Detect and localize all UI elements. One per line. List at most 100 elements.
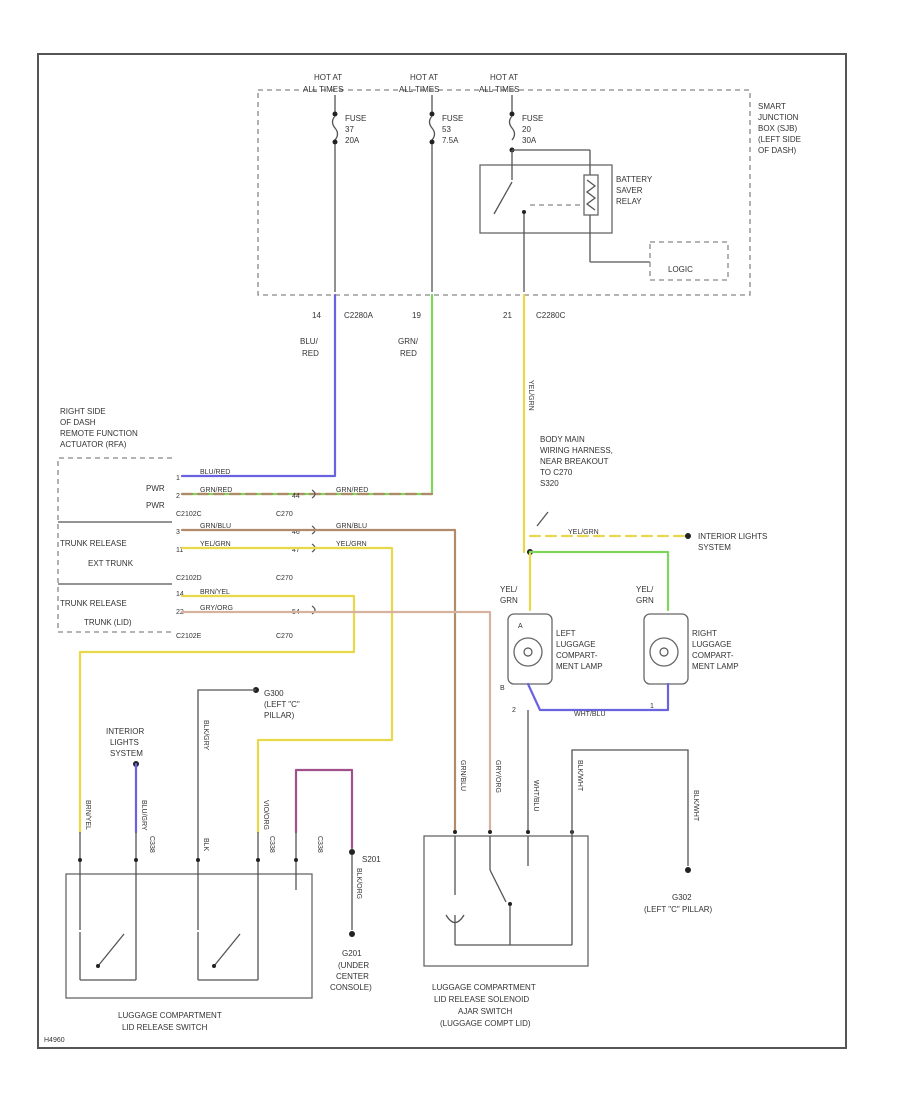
wire-label-lower-blu-gry: BLU/GRY [140,800,147,831]
wire-label-lower-blk: BLK [202,838,209,852]
interior-right-2: SYSTEM [698,543,731,552]
rfa-pin-2: 2 [176,493,180,500]
left-switch-1: LUGGAGE COMPARTMENT [118,1011,222,1020]
wire-yel-grn-right-lamp [528,550,670,612]
fuse-20-amp: 30A [522,136,537,145]
c338-3: C338 [316,836,323,853]
relay-label-1: BATTERY [616,175,653,184]
wire-yel-grn-ext [180,546,394,834]
wire-label-blk-org: BLK/ORG [355,868,362,899]
rfa-cavity-47: 47 [292,547,300,554]
wire-label-grnblu-b: GRN/BLU [336,523,367,530]
rfa-box [57,457,172,633]
fuse-20-hot: HOT AT [490,73,518,82]
ground-g300-2: PILLAR) [264,711,295,720]
wire-label-blu-2: RED [302,349,319,358]
interior-left-3: SYSTEM [110,749,143,758]
splice-s201 [349,849,355,855]
ground-g300-1: (LEFT "C" [264,700,300,709]
lamp-pin-b: B [500,685,505,692]
wire-label-yg-b: YEL/GRN [336,541,367,548]
rfa-cavity-46: 46 [292,529,300,536]
wire-label-splice: YEL/GRN [568,529,599,536]
fuse-53-hot2: ALL TIMES [399,85,439,94]
diagram-frame [37,53,847,1049]
wire-blu-red [180,293,337,478]
wire-label-lower-vio: VIO/ORG [262,800,269,830]
c338-1: C338 [148,836,155,853]
wire-label-lower-wht-blu: WHT/BLU [532,780,539,812]
wire-label-brn-yel: BRN/YEL [200,589,230,596]
rfa-row-trunk2: TRUNK RELEASE [60,599,127,608]
rfa-pin-22: 22 [176,609,184,616]
wire-label-lower-grn-blu: GRN/BLU [459,760,466,791]
inline-c270-3: C270 [276,633,293,640]
wire-label-grn-a: GRN/RED [200,487,232,494]
rfa-row-trunk1: TRUNK RELEASE [60,539,127,548]
footer-code: H4960 [44,1037,65,1044]
wire-label-yr-2: GRN [636,596,654,605]
sjb-label-2: JUNCTION [758,113,799,122]
rfa-row-pwr1: PWR [146,484,165,493]
ground-g302-id: G302 [672,893,692,902]
rfa-pin-3: 3 [176,529,180,536]
rfa-pin-1: 1 [176,475,180,482]
lamp-pin-2: 2 [512,707,516,714]
sjb-label-1: SMART [758,102,786,111]
ground-g201-id: G201 [342,949,362,958]
ground-g201-2: CENTER [336,972,369,981]
sjb-label-5: OF DASH) [758,146,797,155]
wire-wht-blu [526,682,670,712]
c338-2: C338 [268,836,275,853]
left-luggage-lamp: LEFT LUGGAGE COMPART- MENT LAMP [507,613,603,685]
wire-label-ground-blk: BLK/WHT [692,790,699,822]
wire-label-lower-gry-org: GRY/ORG [494,760,501,793]
right-lamp-4: MENT LAMP [692,662,739,671]
right-lamp-1: RIGHT [692,629,717,638]
wire-label-wht-blu: WHT/BLU [574,711,606,718]
left-lamp-3: COMPART- [556,651,598,660]
interior-left-2: LIGHTS [110,738,139,747]
splice-label-5: S320 [540,479,559,488]
ground-g302-1: (LEFT "C" PILLAR) [644,905,713,914]
fuse-37-hot2: ALL TIMES [303,85,343,94]
sjb-conn-c2280a: C2280A [344,311,374,320]
left-switch-2: LID RELEASE SWITCH [122,1023,208,1032]
fuse-53-hot: HOT AT [410,73,438,82]
fuse-53-num: 53 [442,125,451,134]
ground-g302-dot [685,867,691,873]
splice-label-3: NEAR BREAKOUT [540,457,609,466]
sjb-pin-19: 19 [412,311,421,320]
fuse-53: HOT AT ALL TIMES FUSE 53 7.5A [399,73,463,292]
right-luggage-lamp: RIGHT LUGGAGE COMPART- MENT LAMP [643,613,739,685]
left-lamp-2: LUGGAGE [556,640,596,649]
sjb-box [257,89,751,296]
lamp-pin-1: 1 [650,703,654,710]
right-lamp-2: LUGGAGE [692,640,732,649]
rfa-row-ext: EXT TRUNK [88,559,134,568]
wire-gry-org [180,610,492,834]
wire-label-blu-h: BLU/RED [200,469,230,476]
lid-release-switch-box [65,873,313,999]
wire-vio [294,768,354,850]
wire-label-lower-brn-yel: BRN/YEL [84,800,91,830]
left-lamp-1: LEFT [556,629,576,638]
fuse-37-amp: 20A [345,136,360,145]
fuse-53-name: FUSE [442,114,463,123]
solenoid-internals [445,836,573,946]
rfa-cavity-44: 44 [292,493,300,500]
solenoid-2: LID RELEASE SOLENOID [434,995,529,1004]
sjb-conn-c2280c: C2280C [536,311,566,320]
wire-label-yl-1: YEL/ [500,585,518,594]
relay-label-3: RELAY [616,197,642,206]
splice-s201-label: S201 [362,855,381,864]
solenoid-4: (LUGGAGE COMPT LID) [440,1019,531,1028]
sjb-pin-14: 14 [312,311,321,320]
left-lamp-4: MENT LAMP [556,662,603,671]
rfa-pin-11: 11 [176,547,183,554]
wire-brn-yel [78,594,356,834]
ground-g201-3: CONSOLE) [330,983,372,992]
rfa-label-1: RIGHT SIDE [60,407,106,416]
interior-right-1: INTERIOR LIGHTS [698,532,767,541]
